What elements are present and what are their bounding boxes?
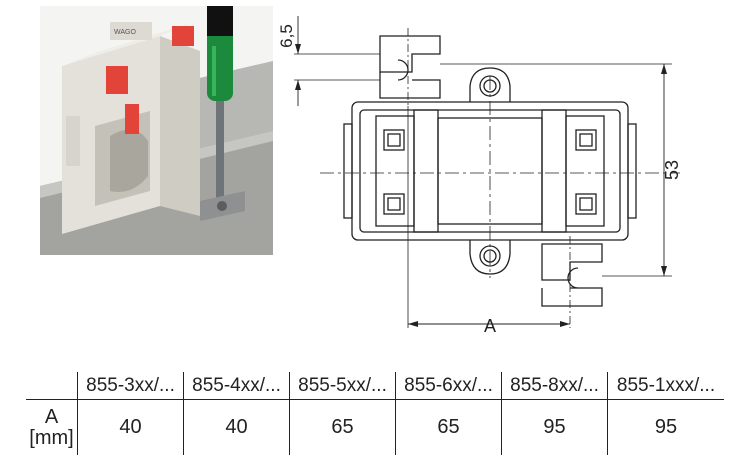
bottom-fixing-lug: [469, 240, 511, 275]
dimension-label-53: 53: [662, 160, 682, 180]
column-header: 855-6xx/...: [395, 372, 502, 400]
table-cell: 40: [77, 399, 184, 455]
top-mounting-bracket: [379, 28, 441, 106]
transformer-body-outline: [343, 101, 637, 241]
column-header: 855-5xx/...: [289, 372, 396, 400]
bottom-mounting-bracket: [541, 236, 603, 328]
table-cell: 95: [607, 399, 724, 455]
clamp-lever-top: [172, 26, 194, 46]
column-header: 855-3xx/...: [77, 372, 184, 400]
svg-text:WAGO: WAGO: [114, 29, 136, 36]
dimension-table: 855-3xx/... 855-4xx/... 855-5xx/... 855-…: [26, 372, 724, 455]
table-cell: 65: [395, 399, 502, 455]
table-cell: 40: [183, 399, 290, 455]
dimension-a: A: [407, 106, 570, 336]
table-row: A [mm] 40 40 65 65 95 95: [26, 399, 724, 456]
row-label-unit: [mm]: [29, 426, 74, 449]
table-cell: 65: [289, 399, 396, 455]
table-corner-cell: [26, 372, 78, 400]
dimension-53: 53: [440, 63, 682, 277]
screwdriver-shaft: [216, 101, 224, 211]
current-transformer-illustration: WAGO: [40, 6, 273, 255]
product-photo: WAGO: [40, 6, 273, 255]
column-header: 855-4xx/...: [183, 372, 290, 400]
row-label-symbol: A: [44, 405, 59, 428]
column-header: 855-1xxx/...: [607, 372, 724, 400]
dimension-label-a: A: [484, 316, 496, 336]
clamp-lever-left: [106, 66, 128, 94]
table-header-row: 855-3xx/... 855-4xx/... 855-5xx/... 855-…: [26, 372, 724, 400]
column-header: 855-8xx/...: [501, 372, 608, 400]
dimension-6-5: 6,5: [277, 16, 380, 106]
dimension-drawing: 6,5: [277, 6, 700, 336]
row-label: A [mm]: [26, 400, 78, 456]
dimension-label-6-5: 6,5: [280, 24, 296, 48]
table-cell: 95: [501, 399, 608, 455]
